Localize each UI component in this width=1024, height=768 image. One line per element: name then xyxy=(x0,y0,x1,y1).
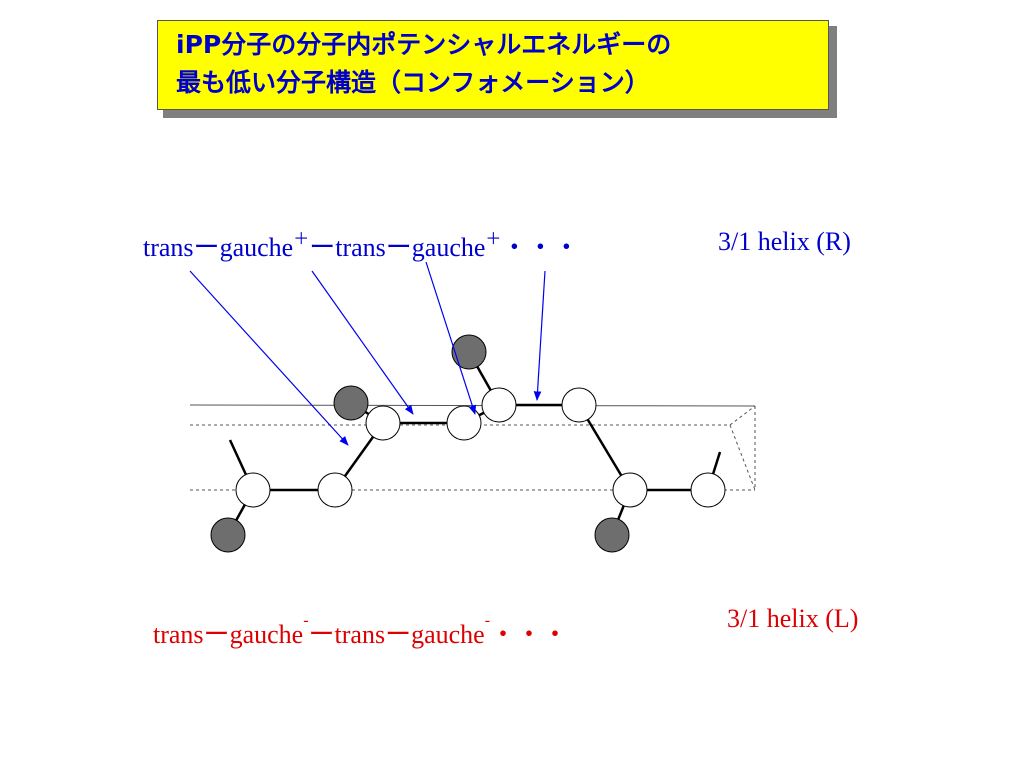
arrow-gauche-2 xyxy=(533,270,546,401)
seq-l-trans-1: trans xyxy=(153,620,204,649)
right-helix-label: 3/1 helix (R) xyxy=(718,227,851,256)
seq-l-dash-1: ー xyxy=(203,620,230,649)
seq-l-gauche-1: gauche xyxy=(229,620,304,649)
guide-end-diag-2 xyxy=(729,424,756,491)
guide-end-diag-1 xyxy=(729,405,756,426)
seq-r-gauche-2: gauche xyxy=(411,233,486,262)
seq-l-ellipsis: ・・・ xyxy=(490,620,569,649)
seq-r-trans-1: trans xyxy=(143,233,194,262)
seq-l-gauche-2: gauche xyxy=(411,620,485,649)
backbone-atom xyxy=(317,472,353,508)
seq-r-ellipsis: ・・・ xyxy=(501,233,580,262)
seq-r-dash-3: ー xyxy=(385,233,412,262)
title-box: iPP分子の分子内ポテンシャルエネルギーの 最も低い分子構造（コンフォメーション… xyxy=(157,20,829,110)
backbone-atom xyxy=(561,387,597,423)
arrow-trans-1 xyxy=(189,270,349,446)
seq-r-trans-2: trans xyxy=(335,233,386,262)
seq-r-dash-1: ー xyxy=(193,233,220,262)
backbone-atom xyxy=(365,405,401,441)
seq-l-dash-2: ー xyxy=(308,620,335,649)
backbone-atom xyxy=(235,472,271,508)
left-helix-label: 3/1 helix (L) xyxy=(727,604,859,633)
seq-r-plus-2: ＋ xyxy=(485,231,502,248)
arrow-trans-2 xyxy=(425,261,477,415)
backbone-atom xyxy=(612,472,648,508)
methyl-atom xyxy=(594,517,630,553)
methyl-atom xyxy=(451,334,487,370)
methyl-atom xyxy=(333,385,369,421)
backbone-atom xyxy=(690,472,726,508)
backbone-atoms xyxy=(235,387,726,508)
right-conformation-sequence: transーgauche＋ーtransーgauche＋・・・ xyxy=(143,227,579,264)
seq-r-gauche-1: gauche xyxy=(219,233,294,262)
seq-r-plus-1: ＋ xyxy=(293,231,310,248)
seq-l-dash-3: ー xyxy=(385,620,412,649)
title-line-1: iPP分子の分子内ポテンシャルエネルギーの xyxy=(176,30,672,59)
seq-l-trans-2: trans xyxy=(334,620,386,649)
pointer-arrows xyxy=(189,261,546,446)
methyl-atom xyxy=(210,517,246,553)
backbone-atom xyxy=(481,387,517,423)
backbone-atom xyxy=(446,405,482,441)
methyl-groups xyxy=(210,334,630,553)
seq-l-minus-2: - xyxy=(484,612,491,629)
title-line-2: 最も低い分子構造（コンフォメーション） xyxy=(176,68,650,97)
seq-l-minus-1: - xyxy=(303,612,309,629)
arrow-gauche-1 xyxy=(311,270,414,415)
seq-r-dash-2: ー xyxy=(309,233,336,262)
backbone-bonds xyxy=(226,351,722,536)
left-conformation-sequence: transーgauche-ーtransーgauche-・・・ xyxy=(153,612,569,651)
